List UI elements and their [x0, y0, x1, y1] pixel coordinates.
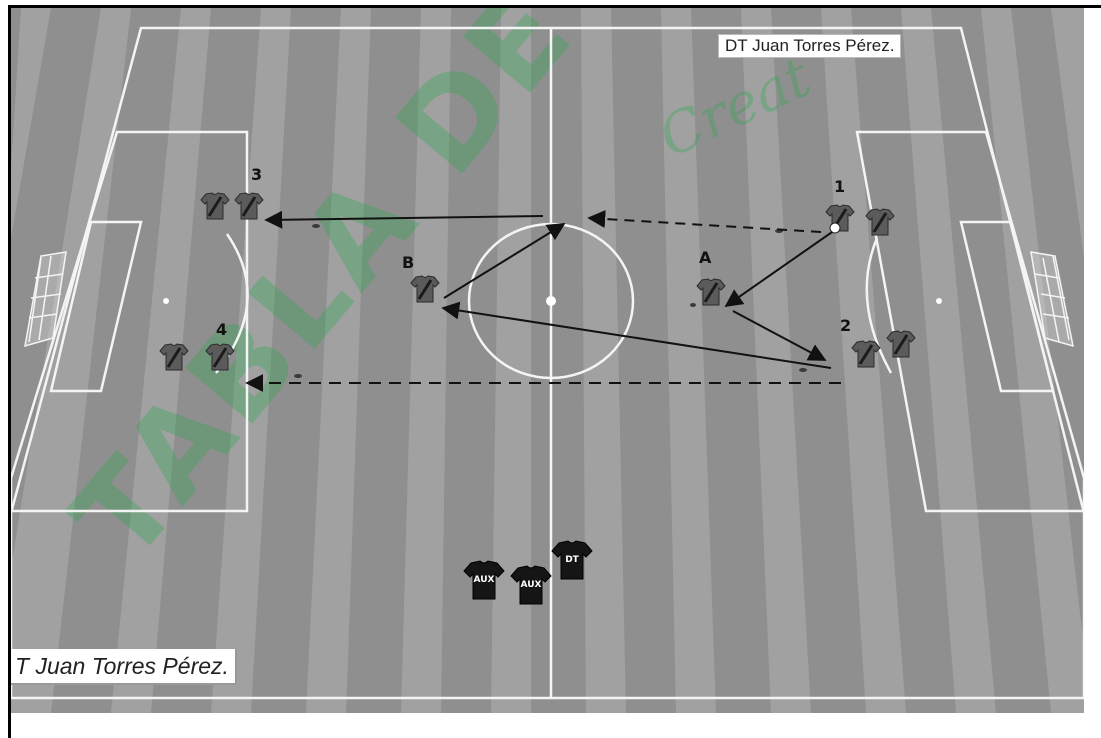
label-3: 3 — [251, 165, 262, 184]
frame-border-left — [8, 5, 11, 738]
football-pitch: TABLA DE EJE Creat — [11, 8, 1084, 713]
author-caption-top: DT Juan Torres Pérez. — [718, 34, 901, 58]
frame-border-top — [8, 5, 1101, 8]
staff-coach-label: DT — [565, 555, 579, 565]
ball — [830, 223, 840, 233]
label-1: 1 — [834, 177, 845, 196]
label-b: B — [402, 253, 414, 272]
label-2: 2 — [840, 316, 851, 335]
label-a: A — [699, 248, 712, 267]
label-4: 4 — [216, 320, 227, 339]
staff-aux-2-label: AUX — [521, 580, 542, 590]
author-caption-bottom: T Juan Torres Pérez. — [11, 649, 237, 685]
staff-aux-1-label: AUX — [474, 575, 495, 585]
